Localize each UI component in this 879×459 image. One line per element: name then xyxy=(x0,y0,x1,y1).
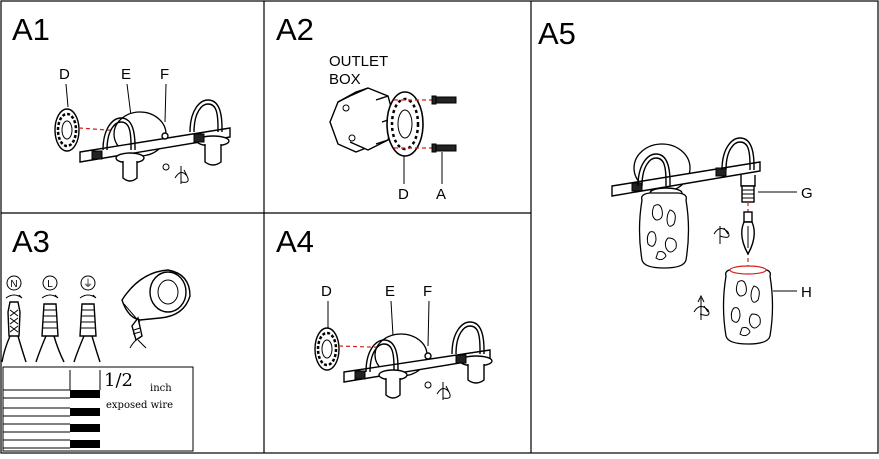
a5-shade xyxy=(693,265,774,345)
label-d: D xyxy=(398,186,409,203)
exposed-wire-caption: exposed wire xyxy=(106,400,173,411)
outlet-box-label-line2: BOX xyxy=(329,71,361,88)
a5-fixture-drawing xyxy=(611,137,761,269)
ground-symbol: ⏚ xyxy=(83,278,93,290)
panel-a2-title: A2 xyxy=(276,12,314,47)
label-e: E xyxy=(385,283,395,300)
a3-electrical-tape xyxy=(121,269,191,349)
a3-wire-connectors: N L ⏚ xyxy=(1,275,101,363)
panel-a4: A4 D E F xyxy=(276,224,493,400)
label-d: D xyxy=(321,283,332,300)
panel-a3-title: A3 xyxy=(12,224,50,259)
a3-wire-strip-guide: 1/2 inch exposed wire xyxy=(2,366,194,452)
strip-length-unit: inch xyxy=(150,383,172,394)
label-e: E xyxy=(121,66,131,83)
neutral-symbol: N xyxy=(10,279,17,290)
label-f: F xyxy=(423,283,432,300)
line-symbol: L xyxy=(47,279,53,290)
a4-fixture-drawing xyxy=(313,321,493,400)
panel-a5-title: A5 xyxy=(538,16,576,51)
panel-a4-title: A4 xyxy=(276,224,314,259)
strip-length-value: 1/2 xyxy=(104,370,133,391)
label-h: H xyxy=(801,284,812,301)
label-g: G xyxy=(801,185,813,202)
a5-bulb xyxy=(713,202,755,268)
label-a: A xyxy=(436,186,446,203)
panel-a5: A5 G H xyxy=(538,16,813,345)
panel-a2: A2 OUTLET BOX D A xyxy=(276,12,457,203)
a2-outlet-box-drawing xyxy=(329,87,457,157)
label-f: F xyxy=(160,66,169,83)
panel-a1-title: A1 xyxy=(12,12,50,47)
outlet-box-label-line1: OUTLET xyxy=(329,53,388,70)
label-d: D xyxy=(59,66,70,83)
a1-fixture-drawing xyxy=(53,99,231,184)
panel-a1: A1 D E F xyxy=(12,12,231,184)
panel-a3: A3 N L ⏚ xyxy=(1,224,194,452)
